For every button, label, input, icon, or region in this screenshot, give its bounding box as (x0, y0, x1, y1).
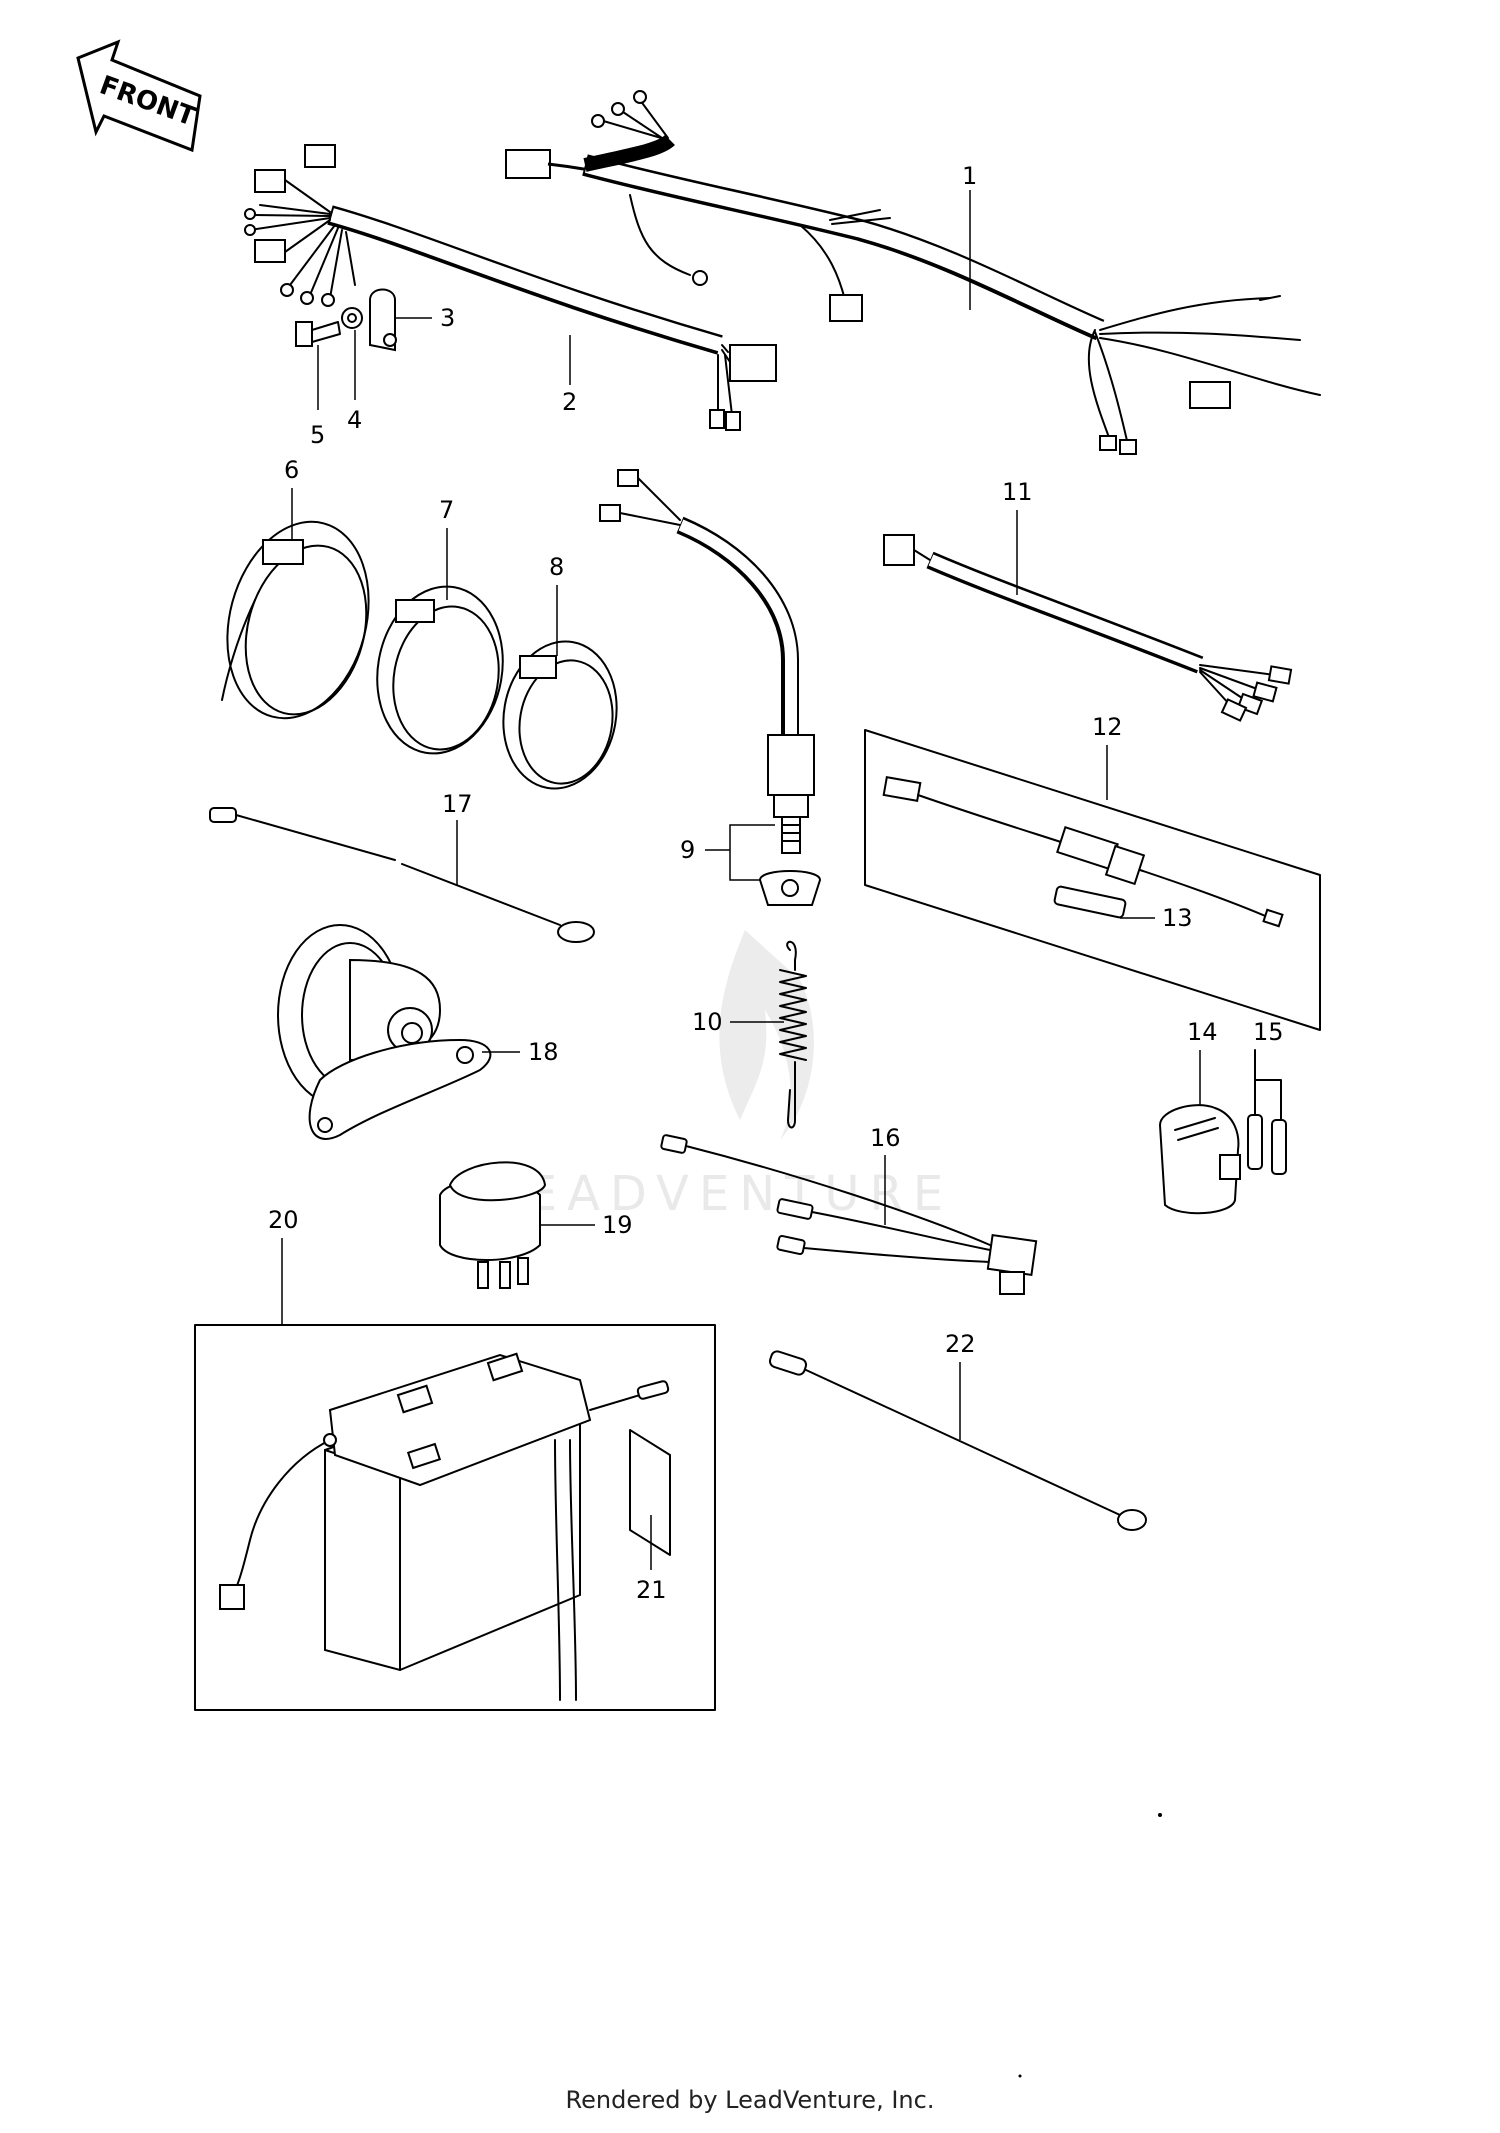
fuse-holder-kit (864, 729, 1321, 1031)
relay (439, 1161, 547, 1289)
callout-13: 13 (1162, 904, 1193, 932)
washer (341, 307, 363, 329)
callout-4: 4 (347, 406, 362, 434)
callout-19: 19 (602, 1211, 633, 1239)
callout-1: 1 (962, 162, 977, 190)
clamp-band-large (221, 520, 370, 720)
callout-labels: 1 2 3 4 5 6 7 8 9 10 11 12 13 14 15 16 1… (268, 162, 1284, 1604)
callout-3: 3 (440, 304, 455, 332)
main-wiring-harness (505, 90, 1321, 455)
ground-lead (209, 807, 595, 943)
stray-mark (1158, 1813, 1162, 1817)
callout-18: 18 (528, 1038, 559, 1066)
fuse-cover (1158, 1104, 1241, 1215)
lead-wire (883, 534, 1293, 722)
bolt (295, 321, 341, 347)
callout-17: 17 (442, 790, 473, 818)
sub-harness (244, 144, 777, 431)
clamp-band-medium (376, 585, 504, 755)
wire-harness-lead (660, 1134, 1038, 1295)
clamp (369, 288, 397, 352)
front-label: FRONT (96, 70, 200, 132)
clamp-band-small (502, 640, 618, 790)
callout-6: 6 (284, 456, 299, 484)
callout-11: 11 (1002, 478, 1033, 506)
leader-lines (281, 190, 1201, 1570)
callout-9: 9 (680, 836, 695, 864)
footer-credit: Rendered by LeadVenture, Inc. (565, 2086, 935, 2114)
callout-5: 5 (310, 421, 325, 449)
spring (779, 940, 807, 1129)
callout-15: 15 (1253, 1018, 1284, 1046)
fuses (1247, 1049, 1287, 1175)
caution-label (629, 1429, 671, 1556)
callout-22: 22 (945, 1330, 976, 1358)
callout-20: 20 (268, 1206, 299, 1234)
horn (277, 924, 492, 1140)
watermark-text: LEADVENTURE (490, 1166, 953, 1222)
stray-mark (1018, 2074, 1022, 2078)
callout-7: 7 (439, 496, 454, 524)
callout-14: 14 (1187, 1018, 1218, 1046)
battery-box (194, 1324, 716, 1711)
callout-2: 2 (562, 388, 577, 416)
brake-light-switch (599, 469, 822, 906)
front-arrow-icon: FRONT (76, 39, 202, 153)
callout-10: 10 (692, 1008, 723, 1036)
watermark: LEADVENTURE (490, 930, 953, 1222)
ground-lead-battery (768, 1350, 1147, 1531)
callout-8: 8 (549, 553, 564, 581)
callout-16: 16 (870, 1124, 901, 1152)
callout-12: 12 (1092, 713, 1123, 741)
callout-21: 21 (636, 1576, 667, 1604)
